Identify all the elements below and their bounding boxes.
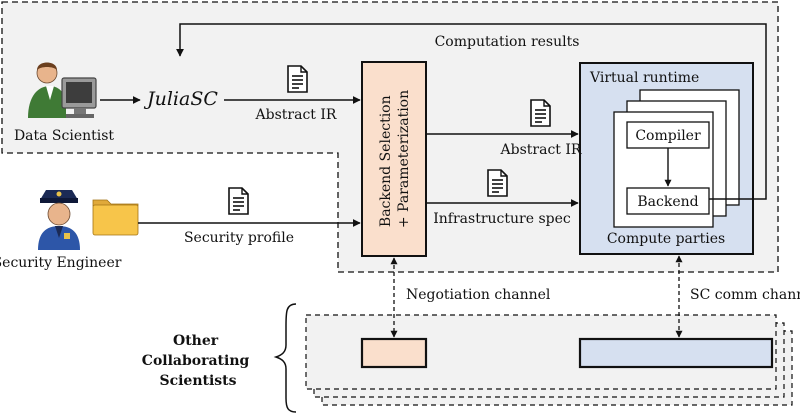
- document-icon: [530, 99, 551, 127]
- group-brace: [273, 303, 297, 413]
- compute-parties-label: Compute parties: [607, 231, 725, 247]
- infrastructure-spec-label: Infrastructure spec: [433, 211, 571, 227]
- juliasc-label: JuliaSC: [143, 88, 218, 110]
- virtual-runtime-title: Virtual runtime: [589, 70, 699, 86]
- folder-icon: [92, 199, 139, 236]
- remote-backend-selection-box: [360, 337, 428, 369]
- document-icon: [228, 187, 249, 215]
- abstract-ir-output-label: Abstract IR: [500, 142, 582, 158]
- sc-comm-channel-label: SC comm channel: [690, 287, 800, 303]
- computation-results-arrow: [176, 23, 767, 200]
- other-scientists-label: Other Collaborating Scientists: [142, 333, 254, 389]
- backend-box: [626, 187, 710, 215]
- negotiation-channel-label: Negotiation channel: [406, 287, 551, 303]
- compiler-box: [626, 121, 710, 149]
- compiler-label: Compiler: [635, 128, 701, 144]
- backend-selection-label: Backend Selection + Parameterization: [378, 90, 412, 228]
- abstract-ir-input-label: Abstract IR: [255, 107, 337, 123]
- person-computer-icon: [28, 62, 97, 118]
- backend-label: Backend: [637, 194, 698, 210]
- backend-selection-box: [361, 61, 427, 257]
- security-engineer-label: Security Engineer: [0, 255, 122, 271]
- document-icon: [287, 65, 308, 93]
- document-icon: [487, 169, 508, 197]
- remote-runtime-box: [578, 337, 774, 369]
- security-profile-label: Security profile: [184, 230, 294, 246]
- data-scientist-label: Data Scientist: [14, 128, 114, 144]
- computation-results-label: Computation results: [435, 34, 580, 50]
- police-officer-icon: [38, 190, 80, 250]
